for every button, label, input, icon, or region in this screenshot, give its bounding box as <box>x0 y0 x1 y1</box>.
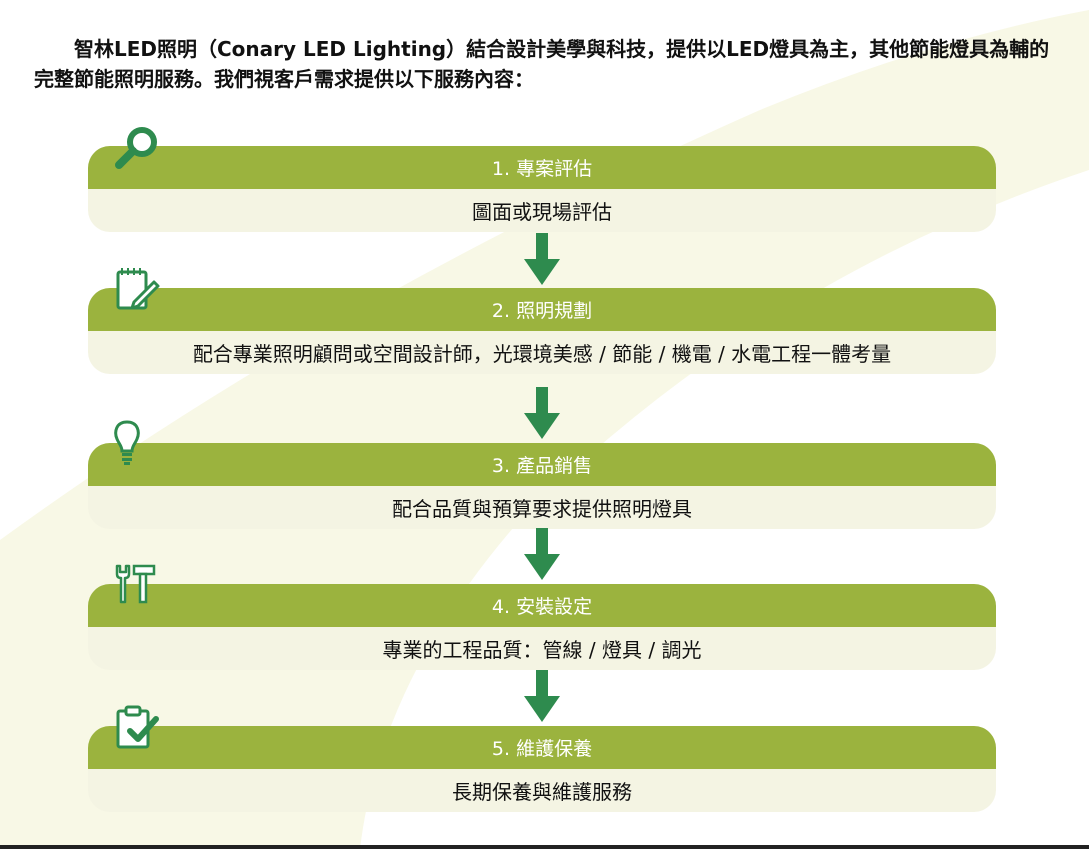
step-4: 4. 安裝設定 專業的工程品質：管線 / 燈具 / 調光 <box>88 584 996 670</box>
step-3-title: 3. 產品銷售 <box>88 443 996 486</box>
flow-arrow-3 <box>524 528 560 580</box>
step-3-description: 配合品質與預算要求提供照明燈具 <box>88 486 996 529</box>
intro-paragraph: 智林LED照明（Conary LED Lighting）結合設計美學與科技，提供… <box>34 37 1050 91</box>
wrench-hammer-icon <box>115 564 156 604</box>
bottom-border <box>0 845 1089 849</box>
step-5-title: 5. 維護保養 <box>88 726 996 769</box>
step-3: 3. 產品銷售 配合品質與預算要求提供照明燈具 <box>88 443 996 529</box>
step-5: 5. 維護保養 長期保養與維護服務 <box>88 726 996 812</box>
notepad-pencil-icon <box>116 268 160 310</box>
step-2-title: 2. 照明規劃 <box>88 288 996 331</box>
magnifier-icon <box>115 127 157 169</box>
step-1-title: 1. 專案評估 <box>88 146 996 189</box>
step-4-description: 專業的工程品質：管線 / 燈具 / 調光 <box>88 627 996 670</box>
flow-arrow-2 <box>524 387 560 439</box>
clipboard-check-icon <box>116 705 159 749</box>
step-1: 1. 專案評估 圖面或現場評估 <box>88 146 996 232</box>
flow-arrow-4 <box>524 670 560 722</box>
step-2-description: 配合專業照明顧問或空間設計師，光環境美感 / 節能 / 機電 / 水電工程一體考… <box>88 331 996 374</box>
flow-arrow-1 <box>524 233 560 285</box>
step-5-description: 長期保養與維護服務 <box>88 769 996 812</box>
step-4-title: 4. 安裝設定 <box>88 584 996 627</box>
step-1-description: 圖面或現場評估 <box>88 189 996 232</box>
step-2: 2. 照明規劃 配合專業照明顧問或空間設計師，光環境美感 / 節能 / 機電 /… <box>88 288 996 374</box>
lightbulb-icon <box>114 420 140 465</box>
